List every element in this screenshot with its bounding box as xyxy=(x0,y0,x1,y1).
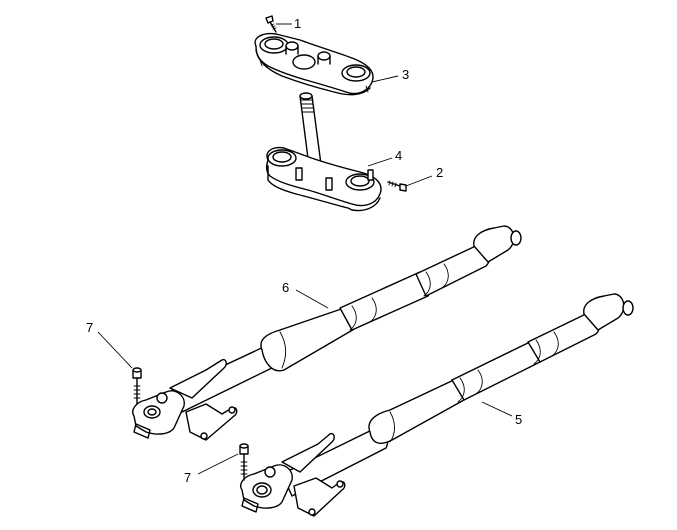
leader-lines xyxy=(97,23,513,475)
bolt-2 xyxy=(387,180,407,192)
callout-6: 6 xyxy=(282,280,289,295)
bolt-7-lower xyxy=(239,443,249,481)
fork-leg-6 xyxy=(132,225,522,441)
callout-3: 3 xyxy=(402,67,409,82)
fork-leg-5 xyxy=(240,293,634,517)
callout-7-upper: 7 xyxy=(86,320,93,335)
lower-triple-clamp xyxy=(265,146,382,212)
callout-2: 2 xyxy=(436,165,443,180)
callout-5: 5 xyxy=(515,412,522,427)
callout-7-lower: 7 xyxy=(184,470,191,485)
callout-4: 4 xyxy=(395,148,402,163)
callout-1: 1 xyxy=(294,16,301,31)
upper-triple-clamp xyxy=(254,32,374,96)
bolt-7-upper xyxy=(132,367,142,405)
bolt-1 xyxy=(265,15,277,33)
